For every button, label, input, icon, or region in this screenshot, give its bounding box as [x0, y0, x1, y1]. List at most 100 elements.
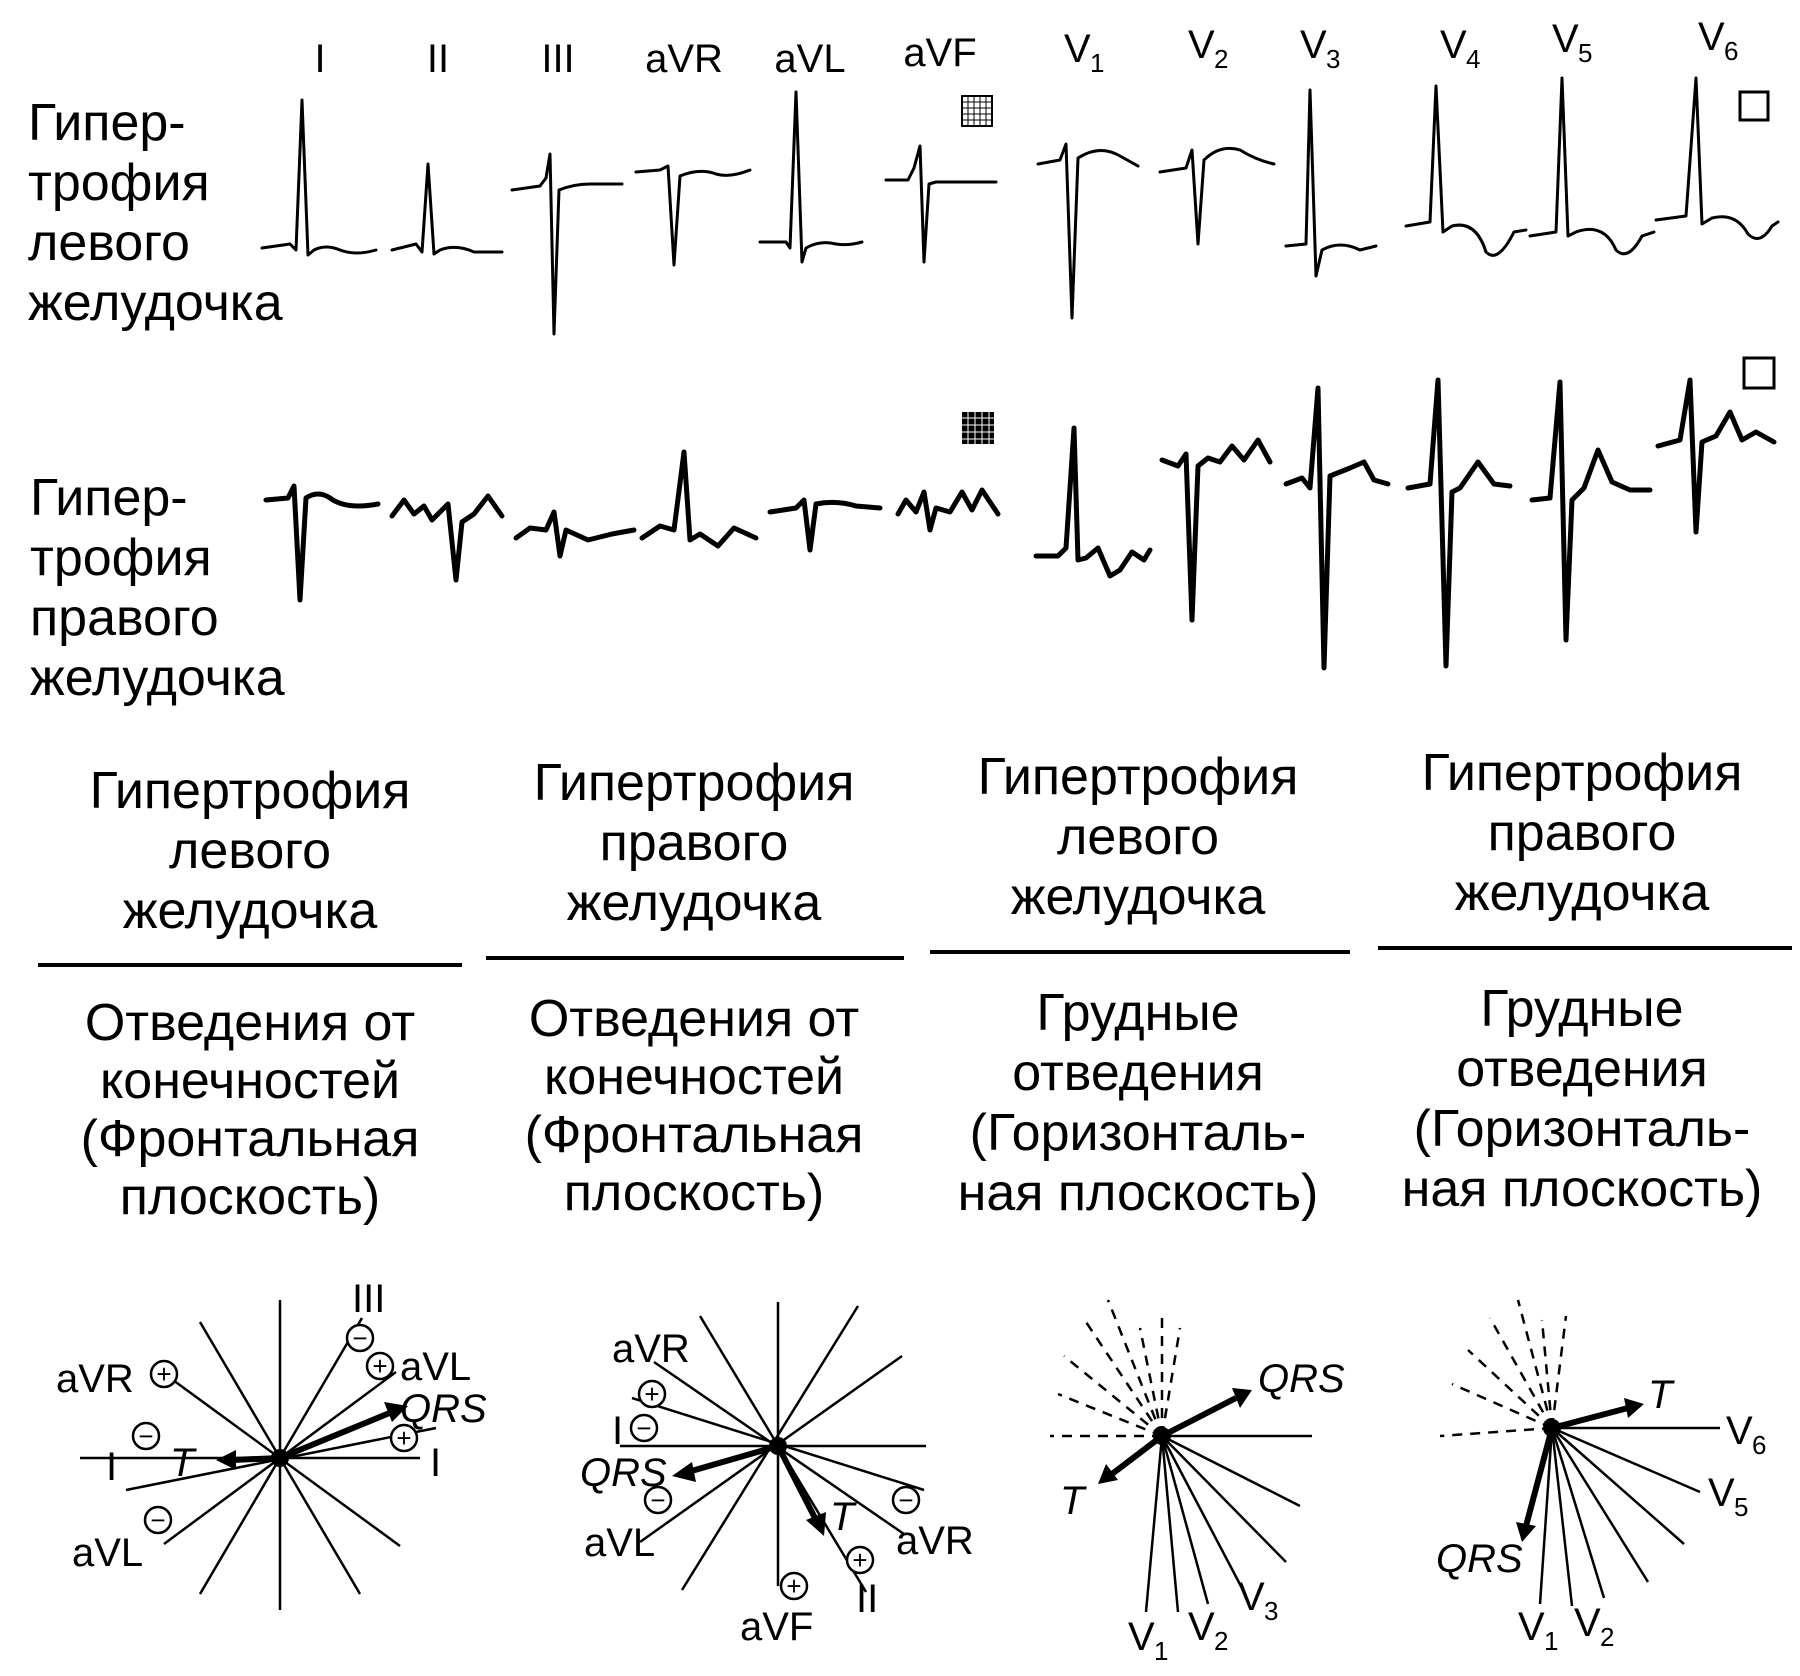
calibration-square-lvh-limb: [961, 95, 993, 127]
svg-text:6: 6: [1724, 36, 1738, 66]
plus-sign: +: [372, 1351, 387, 1381]
calibration-square-rvh-chest: [1742, 356, 1776, 390]
axis-diagram-lvh-horizontal: QRS T V 1 V 2 V 3: [1050, 1299, 1345, 1666]
svg-text:желудочка: желудочка: [30, 649, 285, 707]
rvh-trace-II: [389, 493, 505, 583]
rvh-trace-V5: [1529, 379, 1653, 643]
svg-text:V: V: [1064, 27, 1091, 71]
axis-diagram-lvh-frontal: − + + − + − III aVR aVL QRS I T I aVL: [56, 1277, 487, 1610]
rvh-trace-aVL: [767, 497, 883, 553]
pole-signs: − + + − + −: [131, 1323, 419, 1535]
rvh-trace-aVF: [895, 487, 1001, 533]
column-2-header: Гипертрофия правого желудочка Отведения …: [486, 754, 904, 1222]
rvh-trace-I: [263, 483, 381, 603]
lead-label-III: III: [541, 37, 574, 81]
label-V2: V 2: [1574, 1601, 1614, 1652]
svg-text:трофия: трофия: [30, 529, 212, 587]
svg-text:Гипер-: Гипер-: [28, 94, 186, 152]
svg-text:отведения: отведения: [1012, 1044, 1264, 1102]
lvh-trace-V6: [1654, 76, 1780, 240]
label-aVL-bottom: aVL: [72, 1531, 143, 1575]
label-aVF: aVF: [740, 1605, 813, 1649]
svg-text:Отведения от: Отведения от: [85, 994, 415, 1052]
lvh-trace-aVF: [884, 144, 998, 264]
label-V3: V 3: [1238, 1575, 1278, 1626]
svg-text:желудочка: желудочка: [567, 874, 822, 932]
t-vector: [231, 1455, 281, 1463]
svg-text:(Фронтальная: (Фронтальная: [81, 1110, 420, 1168]
lead-labels: I II III aVR aVL aVF V 1 V 2 V 3 V 4 V 5…: [314, 15, 1738, 81]
rvh-trace-V2: [1159, 437, 1273, 623]
label-aVL-top: aVL: [400, 1345, 471, 1389]
t-vector-arrowhead: [216, 1450, 236, 1470]
lvh-traces: [260, 76, 1780, 336]
lvh-trace-V4: [1404, 84, 1528, 257]
lead-label-aVF: aVF: [903, 31, 976, 75]
svg-text:(Горизонталь-: (Горизонталь-: [970, 1104, 1307, 1162]
minus-sign: −: [352, 1323, 367, 1353]
svg-text:V: V: [1238, 1575, 1265, 1619]
qrs-vector-arrowhead: [672, 1462, 696, 1482]
svg-text:отведения: отведения: [1456, 1040, 1708, 1098]
rvh-trace-V6: [1655, 377, 1777, 535]
svg-text:5: 5: [1578, 38, 1592, 68]
lead-label-V1: V 1: [1064, 27, 1104, 78]
lvh-trace-aVL: [758, 90, 864, 264]
t-vector: [1551, 1405, 1629, 1431]
svg-text:(Горизонталь-: (Горизонталь-: [1414, 1100, 1751, 1158]
calibration-grid-rvh-limb: [962, 412, 994, 444]
svg-text:плоскость): плоскость): [564, 1164, 824, 1222]
t-vector-arrowhead: [1098, 1464, 1118, 1484]
axis-lines: [1144, 1434, 1312, 1613]
lvh-trace-I: [260, 98, 378, 257]
label-II: II: [856, 1577, 878, 1621]
svg-text:левого: левого: [28, 214, 190, 272]
plus-sign: +: [852, 1545, 867, 1575]
rvh-trace-III: [513, 509, 637, 559]
calibration-squares: [961, 90, 1776, 444]
dashed-lines: [1439, 1299, 1568, 1438]
label-aVR: aVR: [56, 1357, 134, 1401]
rvh-trace-V4: [1405, 377, 1513, 669]
column-headers: Гипертрофия левого желудочка Отведения о…: [38, 744, 1792, 1226]
svg-text:1: 1: [1090, 48, 1104, 78]
minus-sign: −: [898, 1485, 913, 1515]
lead-label-V5: V 5: [1552, 17, 1592, 68]
svg-text:Гипертрофия: Гипертрофия: [978, 748, 1299, 806]
label-I-left: I: [106, 1445, 117, 1489]
label-T: T: [170, 1441, 197, 1485]
axis-lines: [1538, 1426, 1720, 1607]
svg-text:V: V: [1128, 1615, 1155, 1659]
svg-text:плоскость): плоскость): [120, 1168, 380, 1226]
row-label-rvh: Гипер- трофия правого желудочка: [30, 469, 285, 707]
label-V6: V 6: [1726, 1409, 1766, 1460]
svg-text:V: V: [1188, 23, 1215, 67]
svg-text:V: V: [1552, 17, 1579, 61]
column-4-header: Гипертрофия правого желудочка Грудные от…: [1378, 744, 1792, 1218]
svg-text:желудочка: желудочка: [1011, 868, 1266, 926]
svg-text:V: V: [1518, 1605, 1545, 1649]
lead-label-V6: V 6: [1698, 15, 1738, 66]
svg-text:2: 2: [1600, 1622, 1614, 1652]
svg-text:1: 1: [1544, 1626, 1558, 1656]
svg-text:желудочка: желудочка: [28, 274, 283, 332]
plus-sign: +: [156, 1359, 171, 1389]
svg-text:Гипертрофия: Гипертрофия: [534, 754, 855, 812]
lvh-trace-V5: [1528, 76, 1656, 256]
t-vector-arrowhead: [806, 1512, 826, 1536]
svg-text:1: 1: [1154, 1636, 1168, 1666]
label-QRS: QRS: [1436, 1537, 1523, 1581]
calibration-square-lvh-chest: [1738, 90, 1770, 122]
svg-text:Грудные: Грудные: [1480, 980, 1683, 1038]
svg-text:3: 3: [1326, 44, 1340, 74]
svg-text:желудочка: желудочка: [1455, 864, 1710, 922]
label-QRS: QRS: [400, 1387, 487, 1431]
lead-label-V3: V 3: [1300, 23, 1340, 74]
svg-text:2: 2: [1214, 1626, 1228, 1656]
svg-text:V: V: [1698, 15, 1725, 59]
label-I: I: [612, 1409, 623, 1453]
svg-text:4: 4: [1466, 44, 1480, 74]
axis-diagram-rvh-frontal: + − − − + + aVR I QRS aVL T aVR aVF II: [580, 1302, 974, 1649]
svg-text:конечностей: конечностей: [100, 1052, 400, 1110]
